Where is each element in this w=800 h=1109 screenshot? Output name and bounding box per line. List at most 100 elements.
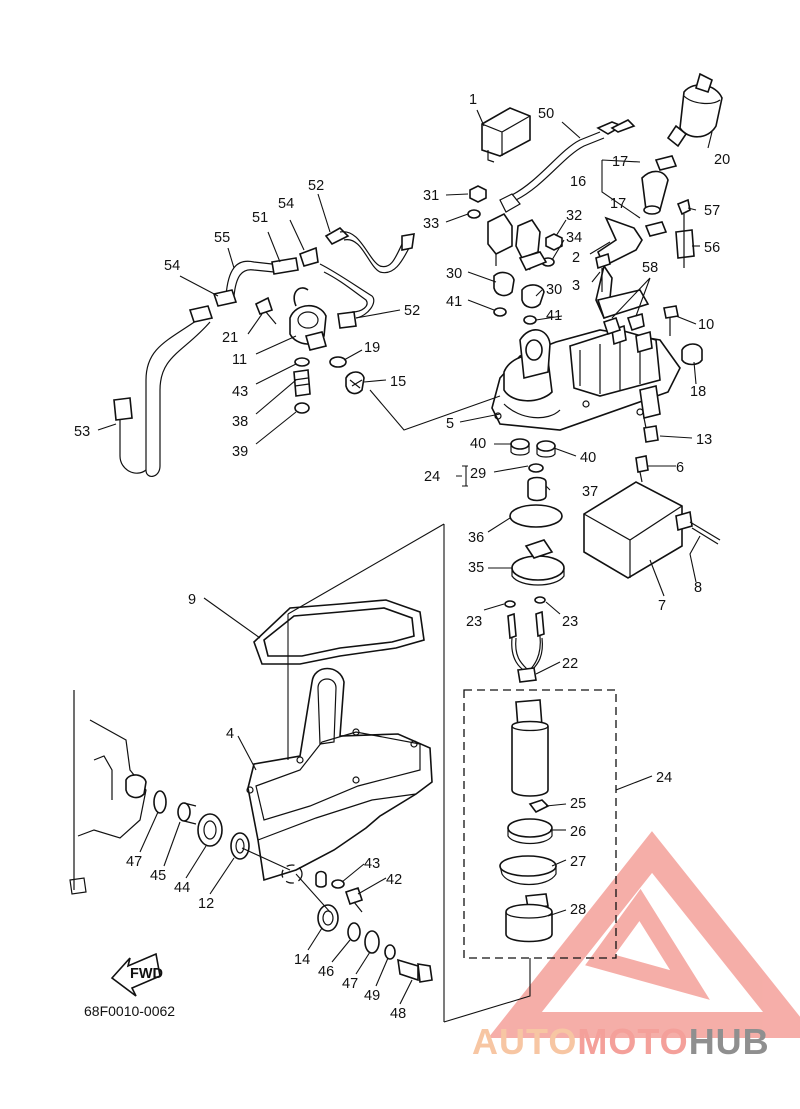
part-18-plug bbox=[681, 343, 703, 366]
part-50-wire bbox=[499, 119, 636, 213]
label-part-24: 24 bbox=[656, 770, 672, 786]
label-part-21: 21 bbox=[222, 330, 238, 346]
part-19-oring bbox=[329, 356, 347, 368]
label-part-8: 8 bbox=[694, 580, 702, 596]
label-part-41-left: 41 bbox=[446, 294, 462, 310]
label-part-43-lower: 43 bbox=[364, 856, 380, 872]
label-part-20: 20 bbox=[714, 152, 730, 168]
part-3-screw bbox=[595, 252, 611, 292]
watermark-hub: HUB bbox=[689, 1021, 770, 1062]
label-part-55: 55 bbox=[214, 230, 230, 246]
part-12-grommet bbox=[230, 832, 250, 860]
part-31-nut bbox=[469, 185, 487, 203]
part-24-pump-assembly-box bbox=[463, 689, 617, 959]
part-11-fuel-pump bbox=[289, 287, 327, 351]
part-47-washer-lower bbox=[364, 930, 380, 954]
part-46-washer bbox=[347, 922, 361, 942]
part-43-washer-top bbox=[294, 357, 310, 367]
watermark-logo-icon bbox=[488, 831, 800, 1038]
label-part-4: 4 bbox=[226, 726, 234, 742]
part-sensor-assembly bbox=[487, 212, 548, 272]
part-22-wire-lead bbox=[507, 610, 545, 683]
label-part-11: 11 bbox=[232, 352, 247, 368]
label-part-31: 31 bbox=[423, 188, 439, 204]
part-39-oring bbox=[294, 402, 310, 414]
label-part-29: 29 bbox=[470, 466, 486, 482]
part-30-sensor-left bbox=[493, 271, 515, 297]
part-45-collar bbox=[177, 802, 197, 825]
fwd-arrow-icon: FWD bbox=[110, 952, 163, 997]
leader-lines bbox=[97, 109, 713, 1023]
label-part-23-right: 23 bbox=[562, 614, 578, 630]
label-part-12: 12 bbox=[198, 896, 214, 912]
svg-text:AUTOMOTOHUB: AUTOMOTOHUB bbox=[472, 1021, 770, 1062]
part-13-bolt bbox=[643, 417, 659, 443]
part-41-oring-left bbox=[493, 307, 507, 317]
part-44-grommet bbox=[197, 813, 223, 847]
label-part-41-right: 41 bbox=[546, 308, 562, 324]
diagram-code: 68F0010-0062 bbox=[84, 1003, 175, 1019]
label-part-18: 18 bbox=[690, 384, 706, 400]
label-part-9: 9 bbox=[188, 592, 196, 608]
label-part-56: 56 bbox=[704, 240, 720, 256]
part-40-grommet-right bbox=[536, 440, 556, 458]
part-36-oring bbox=[509, 504, 563, 528]
label-part-30-left: 30 bbox=[446, 266, 462, 282]
part-52-hose-right bbox=[319, 263, 375, 329]
label-part-42: 42 bbox=[386, 872, 402, 888]
label-part-51: 51 bbox=[252, 210, 268, 226]
label-part-7: 7 bbox=[658, 598, 666, 614]
part-32-nut bbox=[545, 233, 563, 251]
part-7-electrical-unit bbox=[583, 481, 693, 579]
label-part-14: 14 bbox=[294, 952, 310, 968]
part-float-dashed bbox=[281, 864, 327, 888]
part-14-grommet bbox=[317, 904, 339, 932]
label-part-30-right: 30 bbox=[546, 282, 562, 298]
label-part-52-top: 52 bbox=[308, 178, 324, 194]
part-20-fuel-filter bbox=[666, 72, 723, 148]
part-55-hose bbox=[225, 260, 275, 297]
label-part-33: 33 bbox=[423, 216, 439, 232]
label-part-47-lower: 47 bbox=[342, 976, 358, 992]
label-part-54-left: 54 bbox=[164, 258, 180, 274]
part-51-hose bbox=[271, 257, 299, 275]
part-35-cap bbox=[511, 539, 565, 586]
label-part-3: 3 bbox=[572, 278, 580, 294]
part-54-joint-top bbox=[298, 246, 319, 267]
label-part-26: 26 bbox=[570, 824, 586, 840]
part-15-strainer bbox=[345, 371, 365, 395]
part-49-washer bbox=[384, 944, 396, 960]
part-42-screw bbox=[344, 886, 364, 913]
label-part-22: 22 bbox=[562, 656, 578, 672]
label-part-1: 1 bbox=[469, 92, 477, 108]
watermark-moto: MOTO bbox=[577, 1021, 688, 1062]
label-part-53: 53 bbox=[74, 424, 90, 440]
part-4-float-chamber bbox=[246, 667, 433, 882]
label-part-39: 39 bbox=[232, 444, 248, 460]
part-58-clips bbox=[602, 312, 645, 336]
part-10-bolt bbox=[663, 305, 679, 336]
part-23-oring-left bbox=[504, 600, 516, 608]
label-part-36: 36 bbox=[468, 530, 484, 546]
part-30-sensor-right bbox=[521, 284, 545, 309]
label-part-40-left: 40 bbox=[470, 436, 486, 452]
label-part-5: 5 bbox=[446, 416, 454, 432]
part-9-gasket bbox=[253, 599, 425, 665]
label-part-6: 6 bbox=[676, 460, 684, 476]
label-part-45: 45 bbox=[150, 868, 166, 884]
label-part-40-right: 40 bbox=[580, 450, 596, 466]
part-37-joint bbox=[527, 476, 547, 502]
label-part-28: 28 bbox=[570, 902, 586, 918]
part-38-fitting bbox=[293, 369, 311, 397]
label-part-10: 10 bbox=[698, 317, 714, 333]
label-part-38: 38 bbox=[232, 414, 248, 430]
label-part-17-top: 17 bbox=[612, 154, 628, 170]
label-part-23-left: 23 bbox=[466, 614, 482, 630]
fwd-label: FWD bbox=[130, 966, 163, 982]
label-part-37: 37 bbox=[582, 484, 598, 500]
part-28-filter bbox=[505, 893, 553, 943]
label-part-57: 57 bbox=[704, 203, 720, 219]
part-48-bolt bbox=[397, 958, 433, 983]
label-part-19: 19 bbox=[364, 340, 380, 356]
